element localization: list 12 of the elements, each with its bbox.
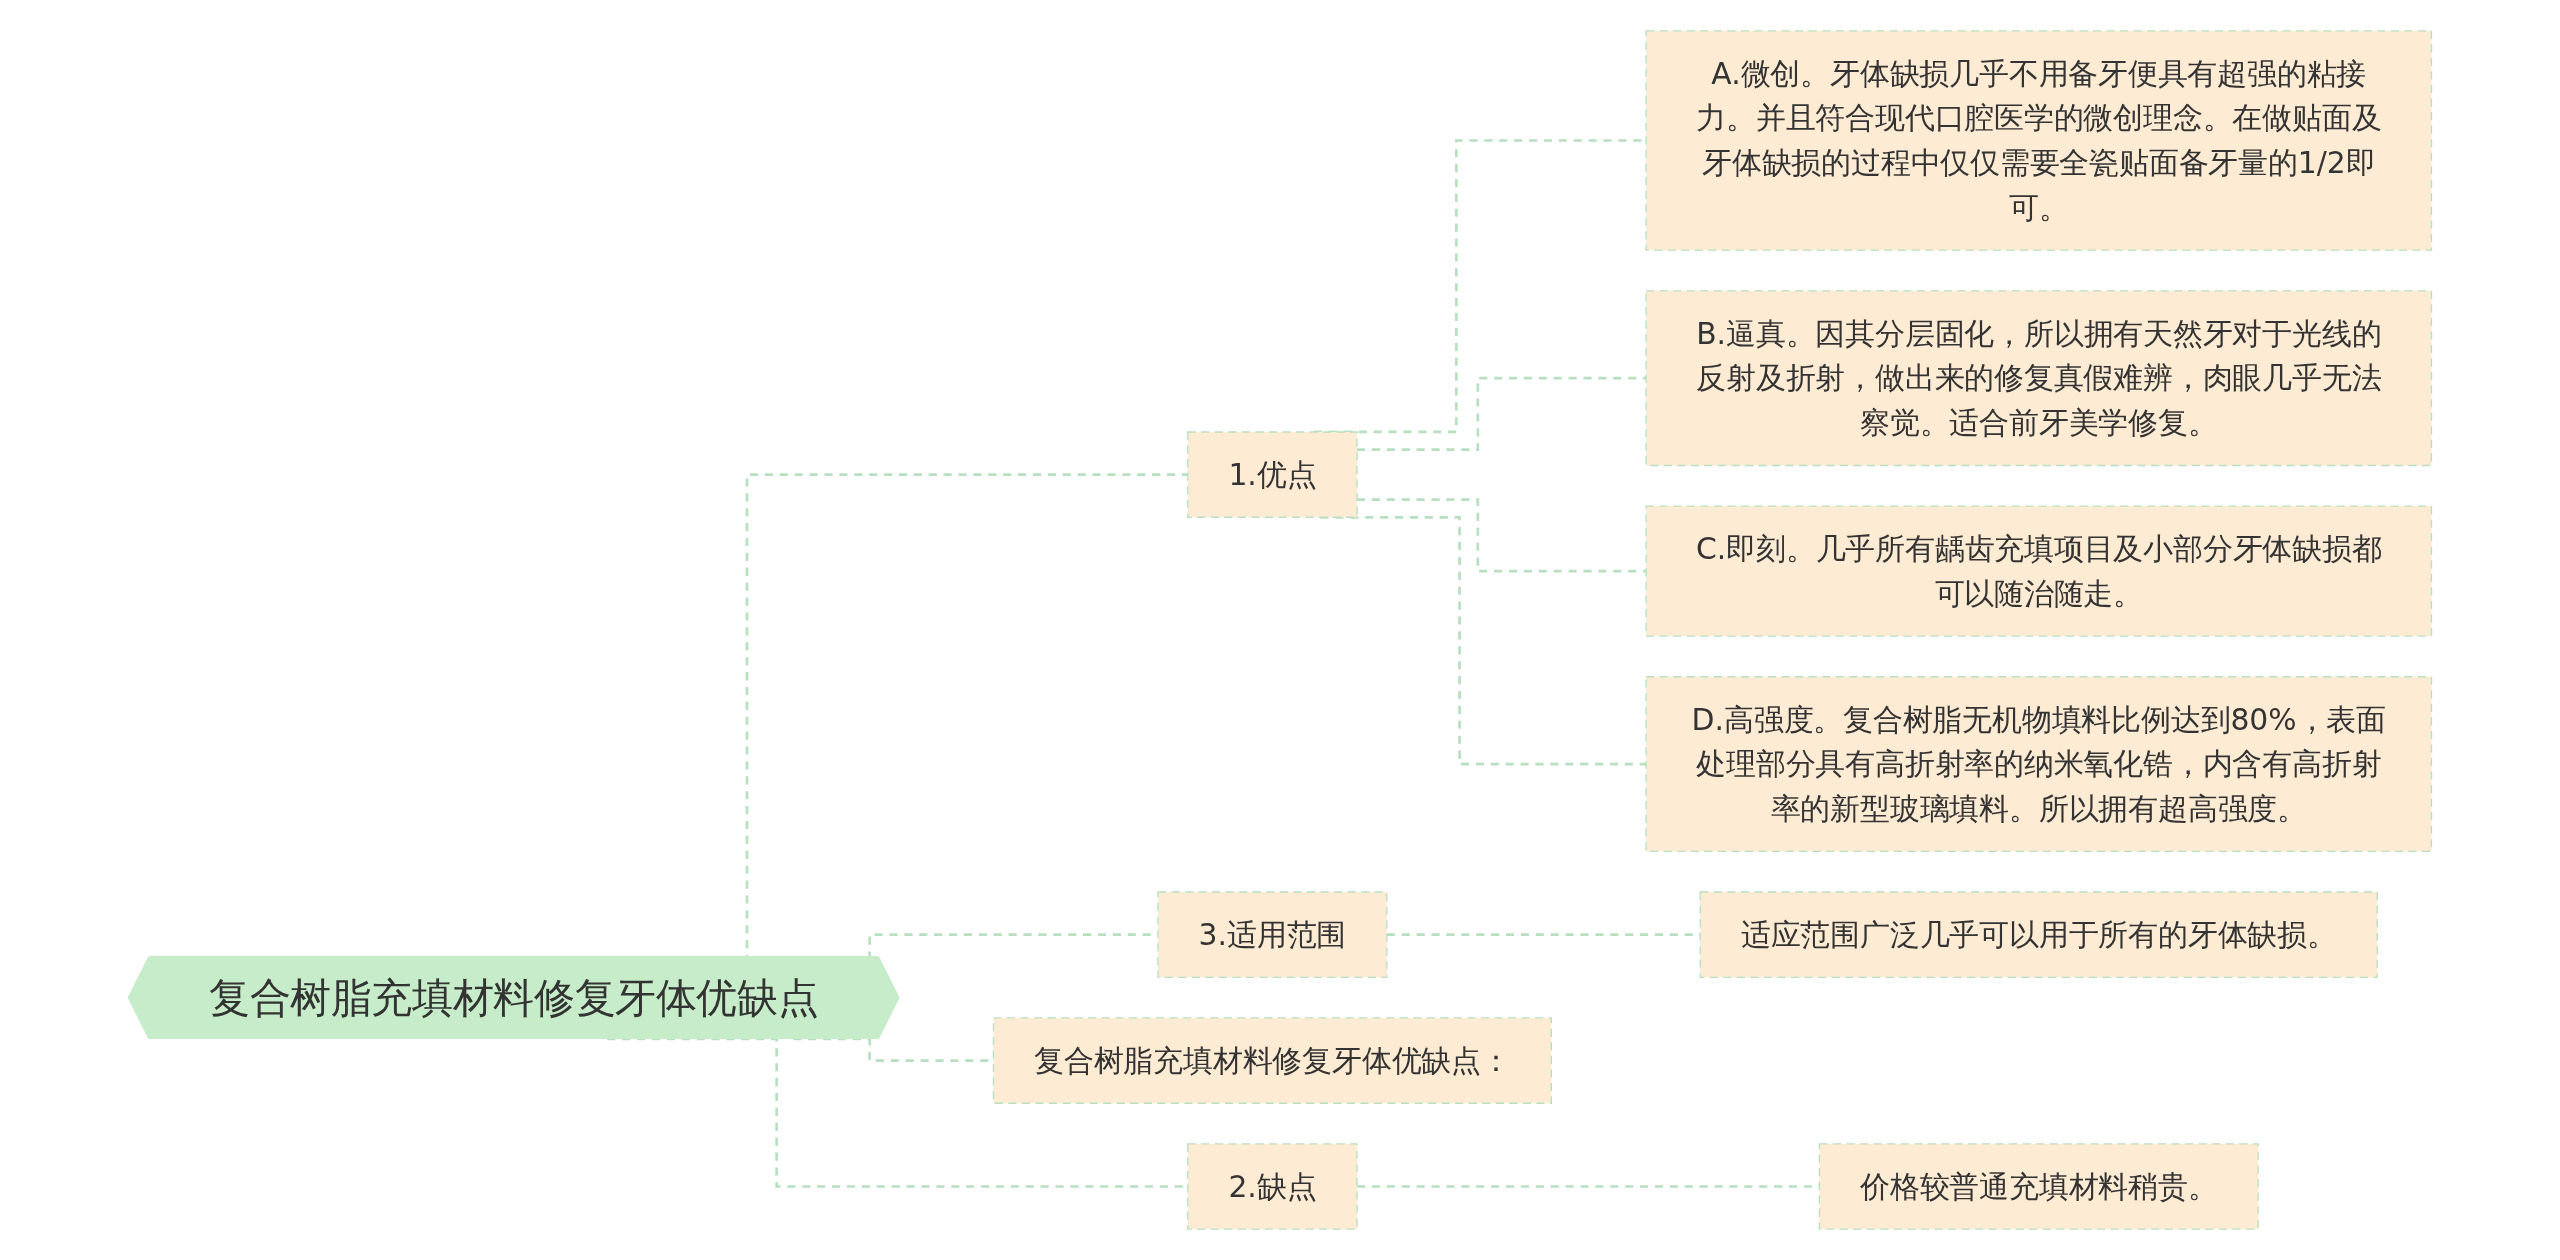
node-box: B.逼真。因其分层固化，所以拥有天然牙对于光线的反射及折射，做出来的修复真假难辨，肉眼几乎无法察觉。适合前牙美学修复。 (1645, 290, 2433, 467)
connector (1357, 498, 1647, 573)
node-box: 1.优点 (1187, 431, 1358, 518)
node-box: 适应范围广泛几乎可以用于所有的牙体缺损。 (1699, 891, 2378, 978)
node-box: 价格较普通充填材料稍贵。 (1818, 1143, 2259, 1230)
node-box: 2.缺点 (1187, 1143, 1358, 1230)
node-box: C.即刻。几乎所有龋齿充填项目及小部分牙体缺损都可以随治随走。 (1645, 505, 2433, 637)
node-box: A.微创。牙体缺损几乎不用备牙便具有超强的粘接力。并且符合现代口腔医学的微创理念。在做贴面及牙体缺损的过程中仅仅需要全瓷贴面备牙量的1/2即可。 (1645, 30, 2433, 251)
node-box: 复合树脂充填材料修复牙体优缺点： (992, 1017, 1552, 1104)
connector (1357, 376, 1647, 451)
node-box: 3.适用范围 (1157, 891, 1388, 978)
node-box: D.高强度。复合树脂无机物填料比例达到80%，表面处理部分具有高折射率的纳米氧化锆，内含有高折射率的新型玻璃填料。所以拥有超高强度。 (1645, 676, 2433, 853)
